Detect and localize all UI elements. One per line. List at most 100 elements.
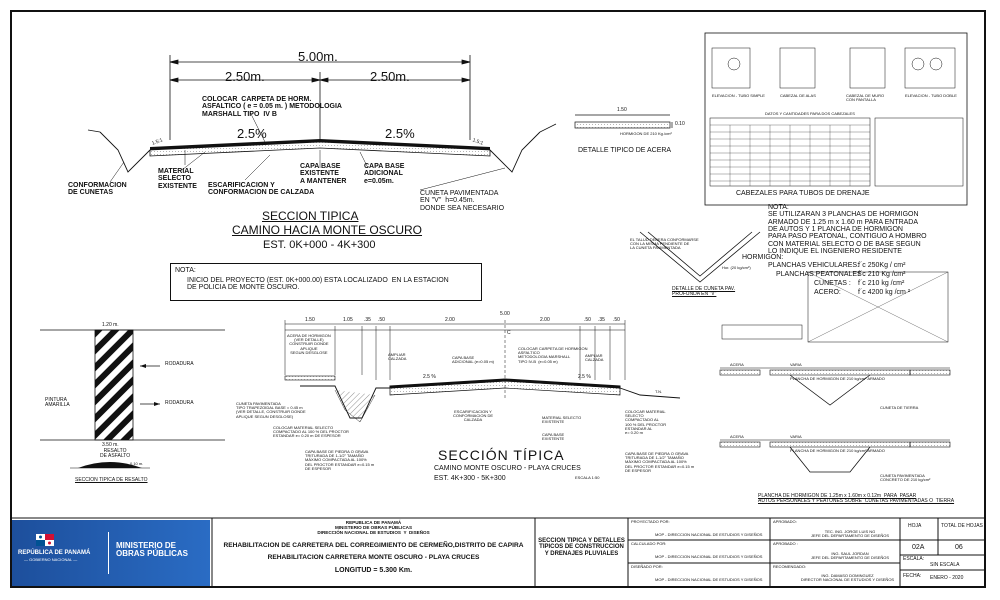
section1-title: SECCION TIPICA [262,209,359,223]
aprobado-2-label: APROBADO : [773,541,798,546]
plancha-varia-2: VARIA [790,434,802,439]
section2-slope-left: 2.5 % [423,374,436,380]
section2-capa-base-label: CAPA BASE ADICIONAL (e=0.05 m) [452,355,494,365]
calculado-value: MOP - DIRECCION NACIONAL DE ESTUDIOS Y D… [655,554,763,559]
plancha-caption: PLANCHA DE HORMIGON DE 1.25m x 1.60m x 0… [758,493,955,505]
sheet-title: SECCION TIPICA Y DETALLES TIPICOS DE CON… [538,538,625,557]
cabezales-caption-1: ELEVACION - TUBO SIMPLE [712,93,765,98]
section2-scale: ESCALA 1:50 [575,475,600,480]
right-note-row-k2: CUNETAS : [814,280,851,287]
project-note-label: NOTA: [175,267,196,274]
section1-left-slope: 2.5% [237,126,267,141]
section2-dim-7: .35 [598,317,605,323]
section2-dim-3: .50 [378,317,385,323]
recomendado-label: RECOMENDADO: [773,564,807,569]
resalto-dim-small: 0.10 m. [130,461,144,466]
aprobado-1-value: TEC. ING. JORGE LUIS NG JEFE DEL DEPARTA… [810,529,889,539]
cabezales-caption-2: CABEZAL DE ALAS [780,93,816,98]
section1-profile [87,123,557,173]
right-note-row-k1: PLANCHAS PEATONALES : [776,271,866,278]
section2-profile [284,320,681,423]
escala-label: ESCALA: [903,556,925,562]
gobierno-label: — GOBIERNO NACIONAL — [24,557,78,562]
resalto-title: SECCION TIPICA DE RESALTO [75,477,148,483]
section2-capa-piedra-right: CAPA BASE DE PIEDRA O GRAVA TRITURADA DE… [625,451,695,473]
section1-capa-existente-label: CAPA BASE EXISTENTE A MANTENER [300,163,347,185]
section1-capa-adicional-label: CAPA BASE ADICIONAL e=0.05m. [364,163,405,185]
acera-title: DETALLE TIPICO DE ACERA [578,147,672,154]
project-length: LONGITUD = 5.300 Km. [334,567,413,574]
section1-carpeta-note: COLOCAR CARPETA DE HORM. ASFALTICO ( e =… [202,96,342,118]
section2-carpeta-label: COLOCAR CARPETA DE HORMIGON ASFALTICO ME… [518,346,588,364]
escala-value: SIN ESCALA [930,562,960,568]
section1-leaders [109,111,506,191]
plancha-cuneta-pav: CUNETA PAVIMENTADA CONCRETO DE 210 kg/cm… [880,473,931,483]
proyectado-label: PROYECTADO POR: [631,519,670,524]
acera-label: HORMIGON DE 210 Kg./cm² [620,131,672,136]
resalto-label: RESALTO DE ASFALTO [100,448,131,460]
section2-dim-5: 2.00 [540,317,550,323]
section1-cuneta-label: CUNETA PAVIMENTADA EN "V" h=0.45m. DONDE… [420,190,505,212]
project-line-1: REHABILITACION DE CARRETERA DEL CORREGIM… [223,542,524,549]
fecha-value: ENERO - 2020 [930,575,964,581]
section2-colocar-material: COLOCAR MATERIAL SELECTO COMPACTADO AL 1… [273,425,349,439]
hoja-value: 02A [912,544,925,551]
acera-detail [574,114,673,129]
title-block-header: REPUBLICA DE PANAMÁ MINISTERIO DE OBRAS … [317,520,430,535]
cuneta-v-title: DETALLE DE CUNETA PAV. PROFUNDA EN "V" [672,286,736,298]
project-note-text: INICIO DEL PROYECTO (EST. 0K+000.00) EST… [187,277,449,292]
section1-escarificacion-label: ESCARIFICACION Y CONFORMACION DE CALZADA [208,182,315,197]
ministerio-label: MINISTERIO DE OBRAS PÚBLICAS [116,541,189,559]
section2-ampliar-right: AMPLIAR CALZADA [585,353,604,363]
section2-dim-8: .50 [613,317,620,323]
section2-subtitle: CAMINO MONTE OSCURO - PLAYA CRUCES [434,465,581,472]
section2-centerline: C [507,330,511,336]
cabezales-caption-4: ELEVACION - TUBO DOBLE [905,93,957,98]
section2-dim-1: 1.05 [343,317,353,323]
plancha-label-1: PLANCHA DE HORMIGON DE 210 kg/cm² ARMADO [790,376,885,381]
aprobado-2-value: ING. SAUL JORDAN JEFE DEL DEPARTAMENTO D… [810,551,889,561]
section1-stations: EST. 0K+000 - 4K+300 [263,239,376,251]
section2-dim-0: 1.50 [305,317,315,323]
cabezales-panel [704,32,968,206]
project-note-box [170,263,482,301]
section2-acera-label: ACERA DE HORMIGON (VER DETALLE) CONSTRUI… [287,333,331,355]
section1-total-width: 5.00m. [298,49,338,64]
section2-stations: EST. 4K+300 - 5K+300 [434,475,506,482]
cuneta-v-detail [639,231,761,283]
plancha-acera-1: ACERA [730,362,744,367]
ministry-logo: REPÚBLICA DE PANAMÁ — GOBIERNO NACIONAL … [12,520,210,586]
right-note-row-k3: ACERO: [814,289,841,296]
cabezales-table-title: DATOS Y CANTIDADES PARA DOS CABEZALES [765,111,855,116]
plancha-acera-2: ACERA [730,434,744,439]
section2-total: 5.00 [500,311,510,317]
fecha-label: FECHA: [903,573,922,579]
resalto-dim-top: 1.20 m. [102,322,119,328]
disenado-label: DISEÑADO POR: [631,564,663,569]
acera-dim2: 0.10 [675,121,685,127]
cabezales-caption-3: CABEZAL DE MURO CON PANTALLA [846,93,885,103]
plancha-detail [719,271,951,473]
resalto-rodadura-2: RODADURA [165,400,194,406]
hoja-label: HOJA [908,523,922,529]
section2-capa-piedra-left: CAPA BASE DE PIEDRA O GRAVA TRITURADA DE… [305,449,375,471]
section1-subtitle: CAMINO HACIA MONTE OSCURO [232,223,423,237]
plancha-varia-1: VARIA [790,362,802,367]
acera-dim: 1.50 [617,107,627,113]
disenado-value: MOP - DIRECCION NACIONAL DE ESTUDIOS Y D… [655,577,763,582]
section2-dim-2: .35 [364,317,371,323]
cuneta-v-label1: EL TALUD DEBERA CONFORMARSE CON LA MISMA… [630,237,699,251]
resalto-rodadura-1: RODADURA [165,361,194,367]
section1-right-slope: 2.5% [385,126,415,141]
resalto-detail [40,329,225,469]
proyectado-value: MOP - DIRECCION NACIONAL DE ESTUDIOS Y D… [655,532,763,537]
section1-right-width: 2.50m. [370,69,410,84]
section2-dim-6: .50 [584,317,591,323]
resalto-pintura: PINTURA AMARILLA [45,397,70,409]
right-note-row-v0: f´c 250Kg / cm² [858,262,906,269]
section1-left-width: 2.50m. [225,69,265,84]
drawing-sheet [10,10,986,588]
cabezales-caption: CABEZALES PARA TUBOS DE DRENAJE [736,190,870,197]
section2-capa-existente: CAPA BASE EXISTENTE [542,432,565,442]
calculado-label: CALCULADO POR: [631,541,667,546]
